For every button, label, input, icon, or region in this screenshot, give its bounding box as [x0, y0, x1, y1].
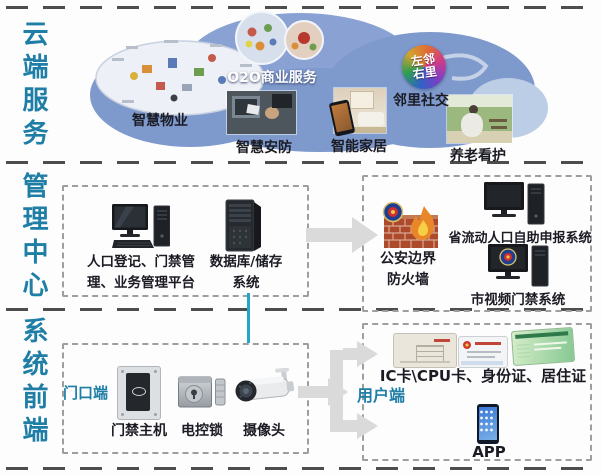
access-host-label: 门禁主机	[111, 423, 167, 439]
database-label-line2: 系统	[232, 275, 260, 291]
management-computer-icon	[112, 204, 170, 248]
residence-permit-header	[515, 331, 569, 339]
smart-home-phone-screen	[331, 102, 353, 133]
database-server-icon	[225, 199, 261, 252]
neighbor-social-label: 邻里社交	[393, 93, 449, 109]
management-arrow-icon	[306, 217, 378, 253]
rail-cloud-services: 云端服务	[18, 20, 48, 152]
id-card-title	[475, 342, 501, 345]
id-card-band	[461, 361, 503, 365]
door-side-tag: 门口端	[63, 384, 109, 402]
id-card-line	[467, 356, 495, 358]
separator-top	[6, 6, 595, 9]
elderly-care-label: 养老看护	[450, 148, 506, 164]
smart-property-label: 智慧物业	[132, 113, 188, 129]
badge-line2: 右里	[411, 64, 438, 82]
bench-slat	[489, 119, 507, 122]
smart-home-sofa	[358, 112, 384, 126]
access-host-logo	[132, 387, 146, 396]
security-hand-icon	[265, 107, 279, 119]
o2o-food-icon	[235, 11, 324, 65]
security-device-icon	[272, 94, 292, 108]
screw	[121, 413, 124, 416]
access-host-screen	[126, 373, 150, 411]
rail-system-frontend: 系统前端	[18, 317, 48, 449]
id-card-icon	[458, 336, 508, 368]
police-firewall-icon	[382, 202, 438, 248]
ic-card-brand	[434, 339, 450, 342]
ic-card-table	[416, 345, 444, 362]
camera-icon	[235, 368, 295, 402]
user-side-tag: 用户端	[357, 386, 406, 405]
access-host-icon	[117, 366, 161, 420]
electric-lock-icon	[178, 376, 226, 408]
screw	[154, 370, 157, 373]
cards-label: IC卡\CPU卡、身份证、居住证	[379, 367, 587, 385]
id-card-emblem	[463, 341, 471, 349]
smart-home-floor	[334, 127, 386, 133]
elderly-care-photo	[447, 95, 512, 143]
electric-lock-label: 电控锁	[181, 423, 223, 439]
firewall-label-line1: 公安边界	[380, 251, 436, 267]
platform-label-line2: 理、业务管理平台	[87, 275, 195, 291]
residence-permit-line	[534, 346, 562, 351]
province-system-label: 省流动人口自助申报系统	[448, 231, 592, 246]
door-side-box	[62, 343, 309, 454]
firewall-label: 公安边界 防火墙	[380, 249, 436, 291]
app-label: APP	[472, 443, 506, 461]
screw	[121, 370, 124, 373]
firewall-label-line2: 防火墙	[387, 272, 429, 288]
city-system-computer-icon	[488, 244, 549, 287]
province-system-computer-icon	[484, 182, 545, 225]
security-card-icon	[246, 104, 260, 115]
platform-label-line1: 人口登记、门禁管	[87, 254, 195, 270]
database-frontend-connector	[247, 293, 250, 343]
database-label: 数据库/储存 系统	[210, 252, 282, 294]
app-phone-icon	[477, 404, 499, 444]
separator-bottom	[6, 467, 595, 470]
app-phone-icons	[479, 409, 493, 433]
camera-label: 摄像头	[243, 423, 285, 439]
rail-management-center: 管理中心	[18, 172, 48, 304]
city-system-label: 市视频门禁系统	[470, 292, 566, 308]
ic-card-line	[400, 361, 450, 363]
id-card-line	[467, 351, 501, 353]
residence-permit-grid	[516, 341, 530, 361]
residence-permit-icon	[510, 326, 576, 367]
elderly-person-body	[461, 113, 483, 137]
separator-management-frontend	[6, 308, 595, 311]
smart-home-window	[350, 91, 374, 109]
ic-card-icon	[393, 333, 457, 368]
o2o-services-label: O2O商业服务	[227, 70, 317, 86]
platform-label: 人口登记、门禁管 理、业务管理平台	[87, 252, 195, 294]
smart-home-label: 智能家居	[331, 139, 387, 155]
elderly-person-head	[469, 105, 478, 114]
bench-slat	[491, 126, 507, 129]
frontend-branch-arrows-icon	[298, 341, 378, 439]
screw	[154, 413, 157, 416]
database-label-line1: 数据库/储存	[209, 254, 283, 270]
user-side-box	[362, 323, 592, 461]
separator-cloud-management	[6, 161, 595, 164]
smart-security-photo	[227, 91, 296, 134]
residence-permit-line	[533, 341, 567, 346]
smart-security-label: 智慧安防	[236, 140, 292, 156]
